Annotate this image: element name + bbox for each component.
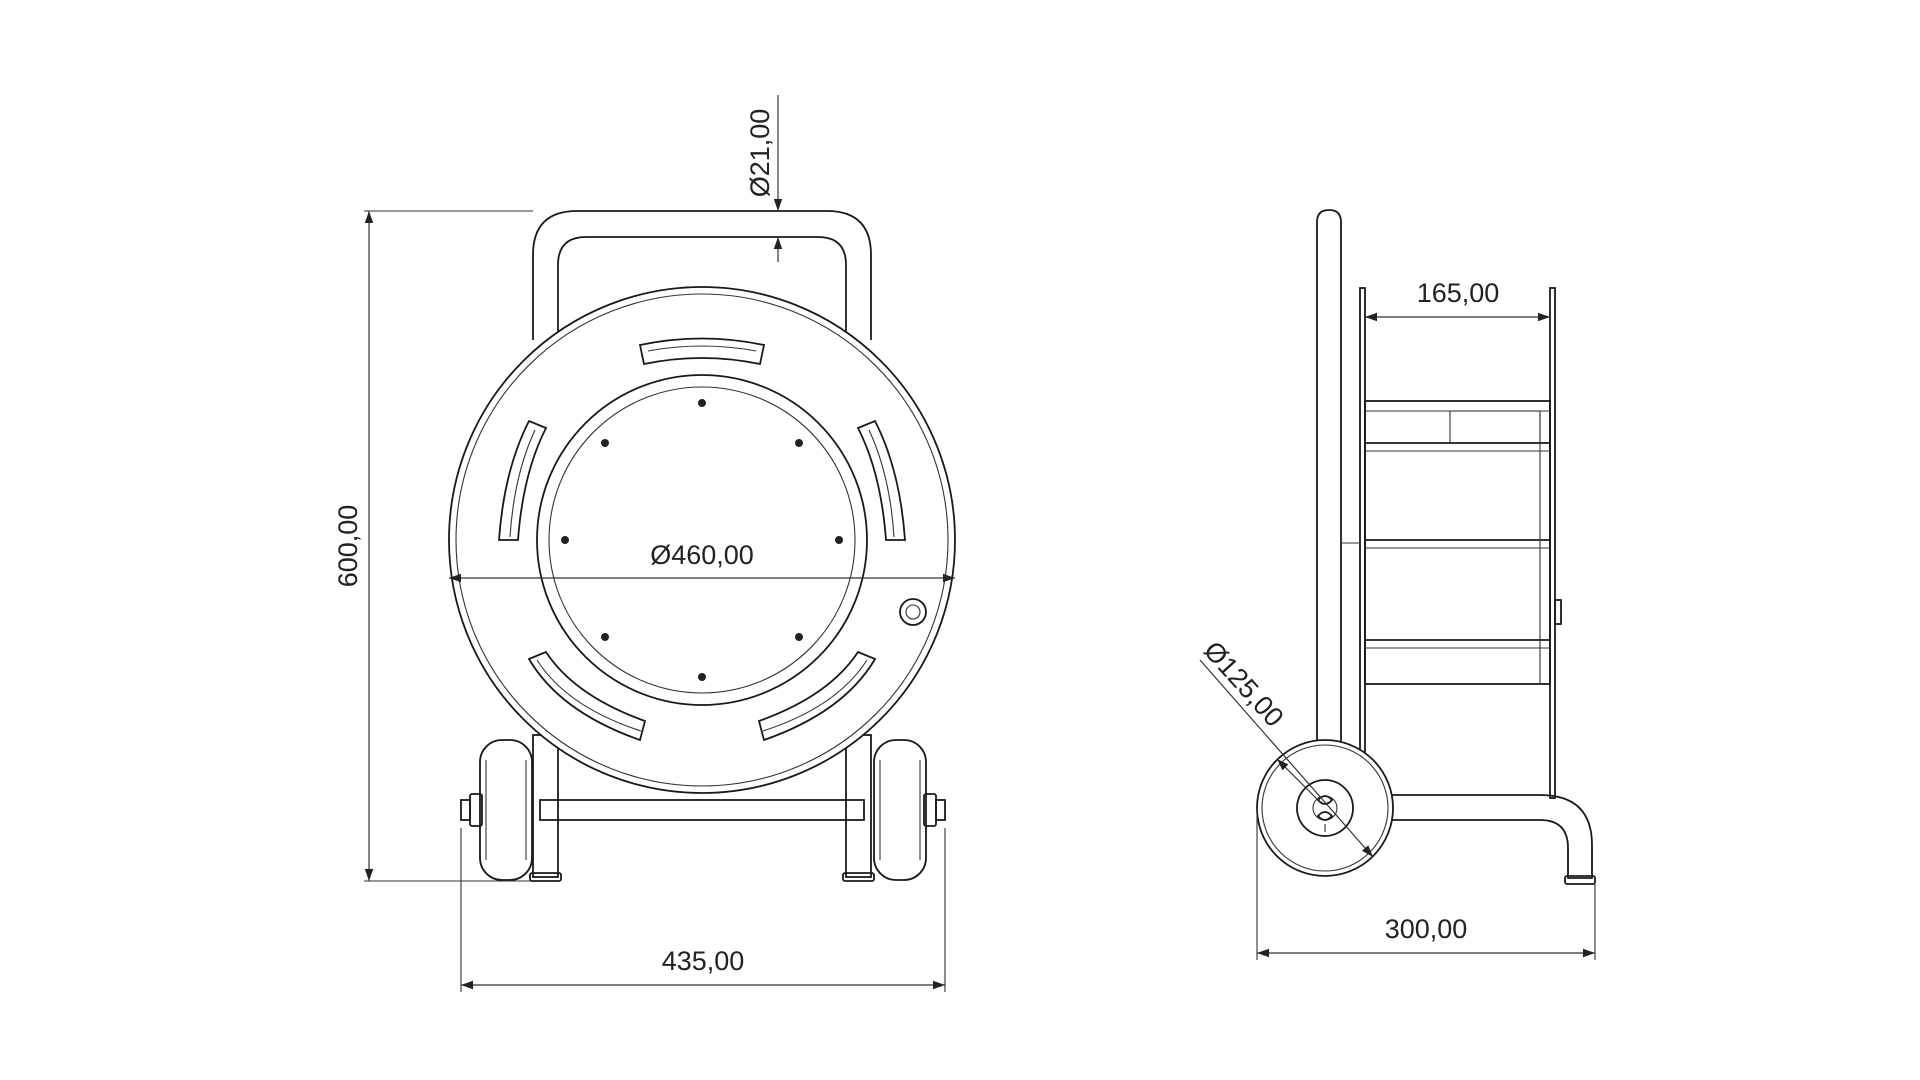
dim-wheel-diameter-label: Ø125,00: [1198, 635, 1290, 732]
dim-spool-width-label: 165,00: [1417, 278, 1500, 308]
spool-flanges: [1341, 287, 1562, 799]
hub-bolts: [561, 399, 843, 681]
front-left-wheel: [460, 739, 533, 881]
drum-slots: [498, 337, 906, 742]
side-view: Ø125,00 165,00 300,00: [1198, 209, 1596, 960]
side-wheel: [1256, 739, 1394, 877]
side-post: [1316, 209, 1342, 761]
dim-width-label: 435,00: [662, 946, 745, 976]
dim-height-label: 600,00: [333, 505, 363, 588]
dim-base-length-label: 300,00: [1385, 914, 1468, 944]
dim-drum-diameter-label: Ø460,00: [650, 540, 754, 570]
front-right-wheel: [873, 739, 946, 881]
front-view: Ø460,00 Ø21,00 600,00 435,00: [333, 95, 956, 992]
dim-tube-diameter-label: Ø21,00: [745, 109, 775, 198]
handle-frame: [532, 210, 872, 340]
side-base: [1341, 794, 1596, 885]
reel-drum: [448, 286, 956, 794]
lock-knob: [899, 598, 927, 626]
spool-body: [1364, 400, 1551, 685]
